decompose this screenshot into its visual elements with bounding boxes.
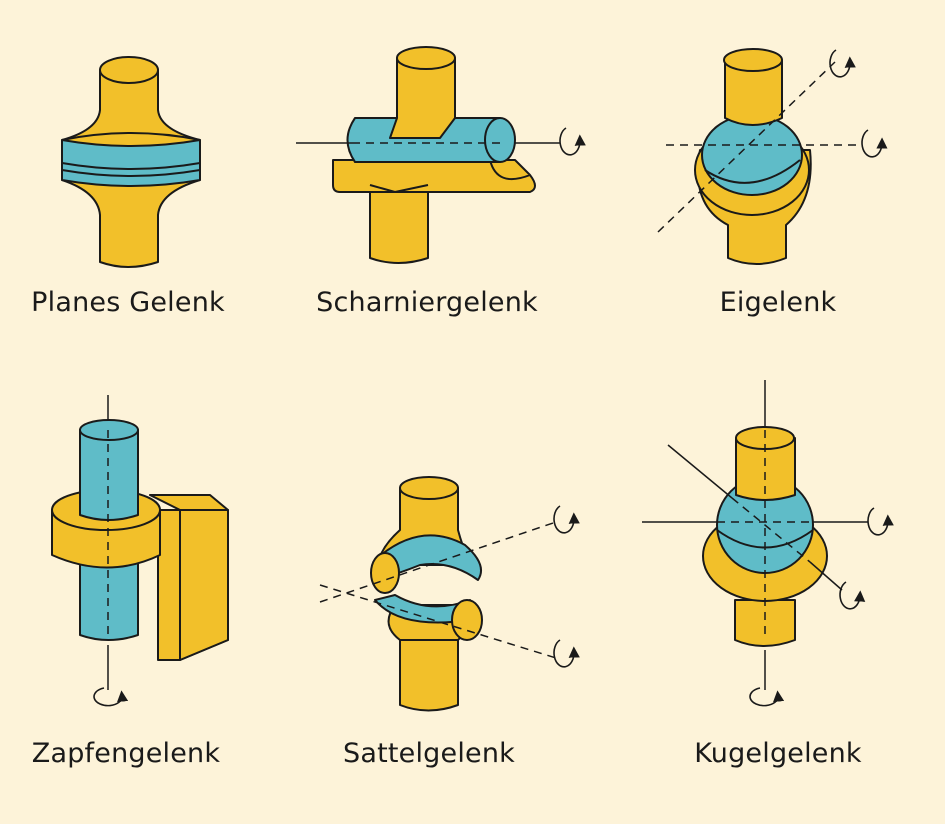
ellipsoid-joint-icon [657, 48, 888, 265]
label-hinge-joint: Scharniergelenk [316, 287, 538, 318]
label-ball-joint: Kugelgelenk [694, 738, 862, 769]
label-pivot-joint: Zapfengelenk [31, 738, 221, 769]
ball-joint-icon [642, 380, 894, 707]
plane-joint-icon [61, 56, 201, 268]
label-saddle-joint: Sattelgelenk [343, 738, 515, 769]
pivot-joint-icon [51, 395, 229, 707]
saddle-joint-icon [319, 476, 580, 712]
label-plane-joint: Planes Gelenk [31, 287, 225, 318]
label-ellipsoid-joint: Eigelenk [719, 287, 837, 318]
hinge-joint-icon [296, 46, 586, 264]
